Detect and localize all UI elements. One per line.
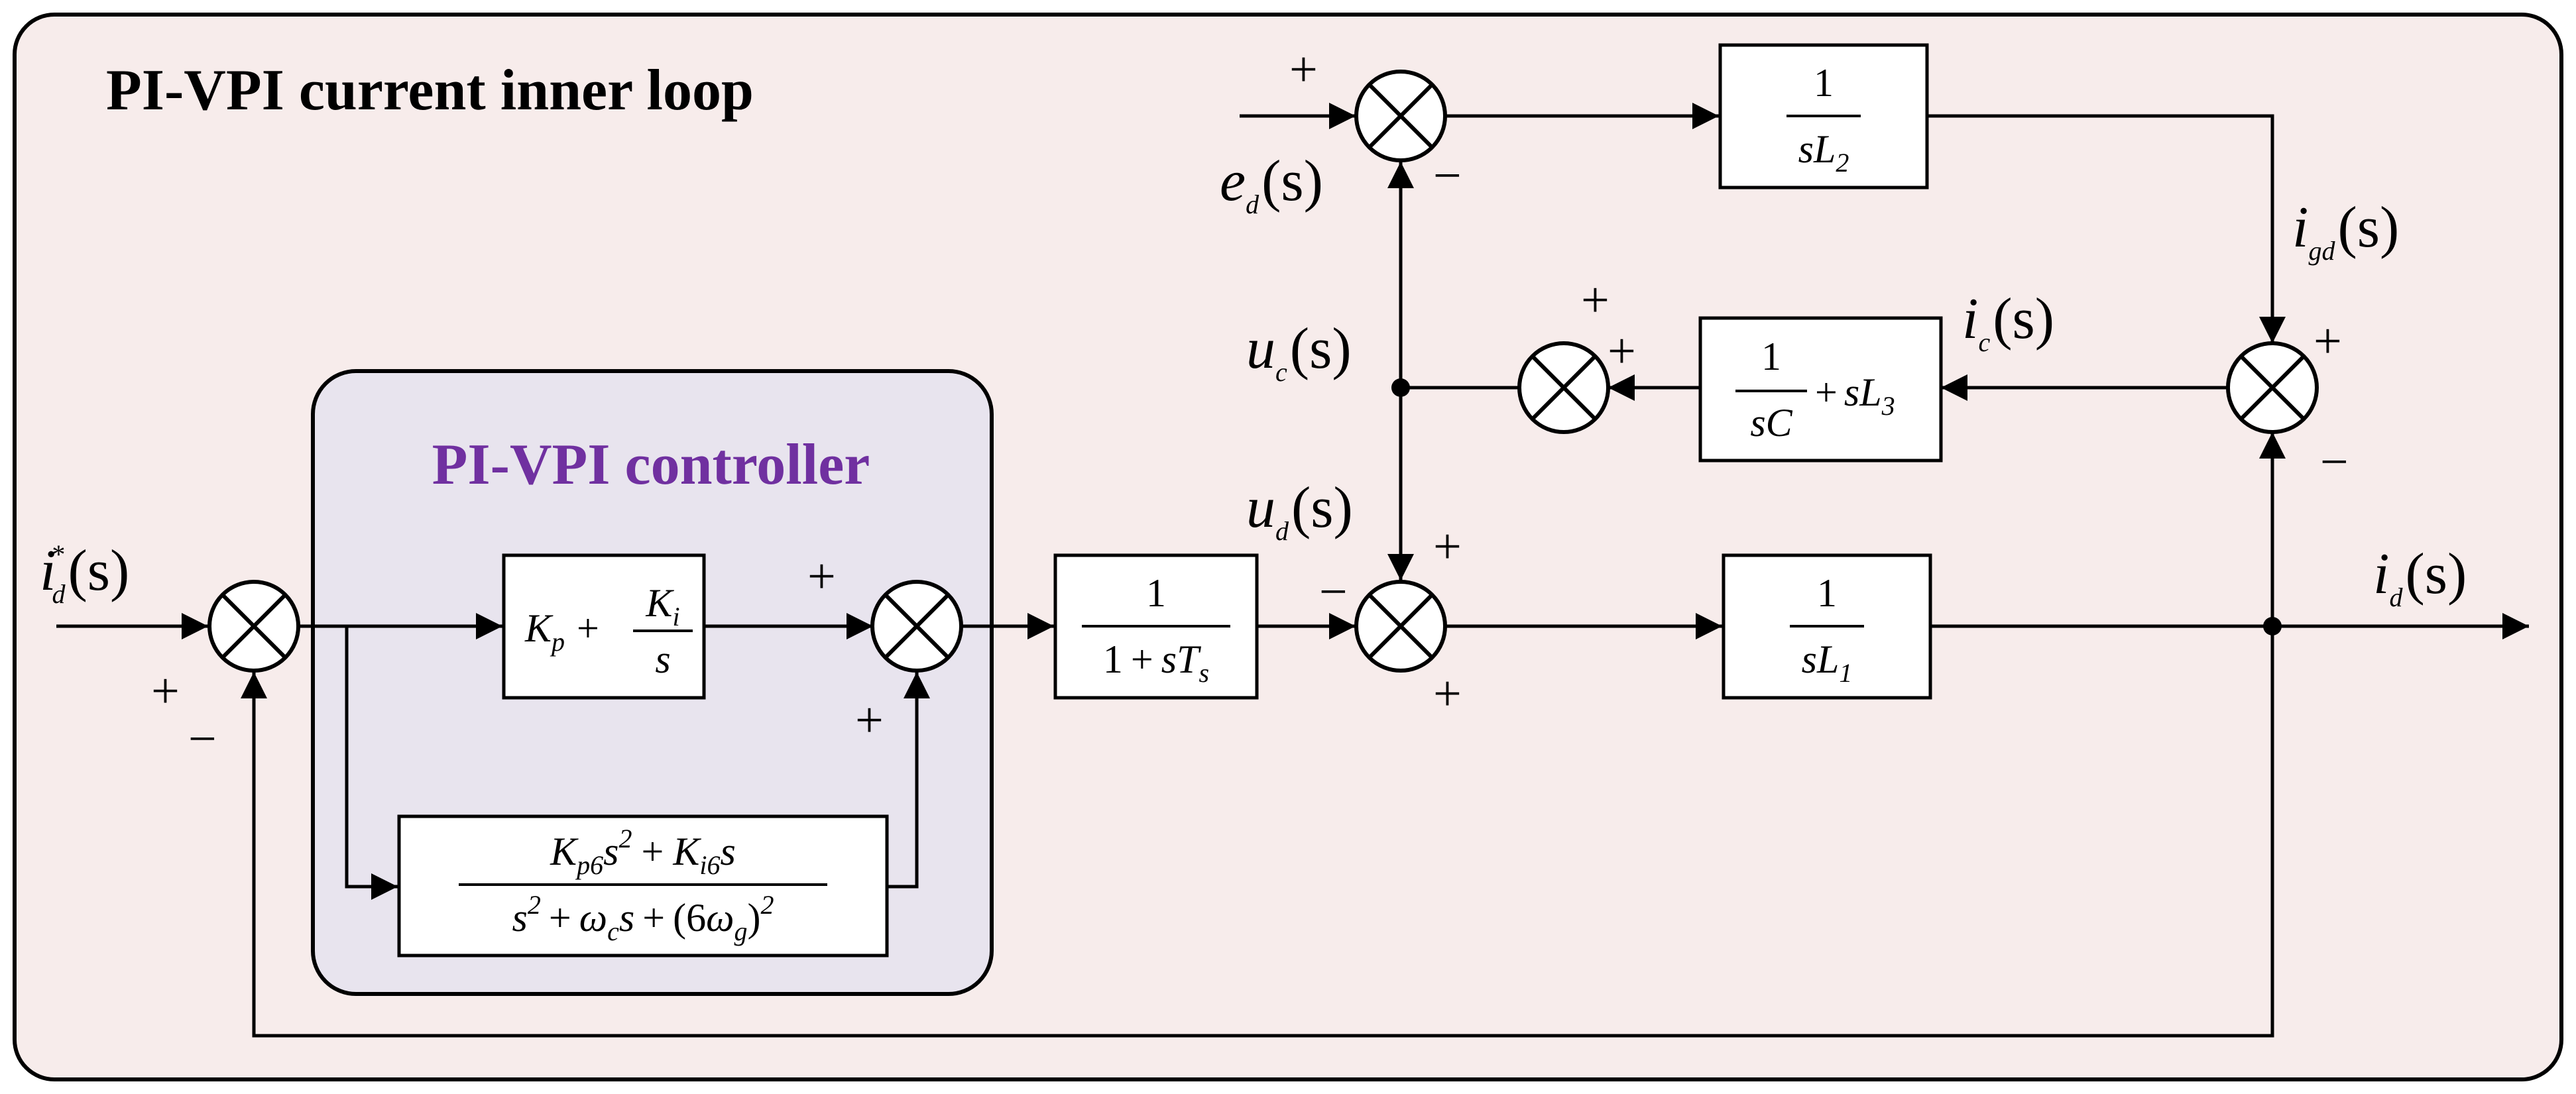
block-vpi-numerator: Kp6s2+Ki6s [550,824,736,880]
block-c-rest: +sL3 [1815,370,1895,421]
sign-s2-plus-top: + [807,549,836,604]
sign-s6-minus: − [2320,434,2349,490]
summing-junction-3 [1354,70,1447,162]
sign-s5-plus-right: + [1608,323,1636,379]
label-ic: ic(s) [1962,287,2054,357]
block-l1-den: sL1 [1802,637,1853,688]
junction-node-id [2263,617,2282,635]
wire-vpi-s2 [887,672,930,889]
wire-l2-s6 [1927,114,2286,343]
diagram-title: PI-VPI current inner loop [106,58,754,123]
sign-s4-minus: − [1319,564,1348,620]
block-pi-den: s [655,637,670,681]
label-ud: ud(s) [1246,476,1353,546]
summing-junction-5 [1517,341,1610,434]
block-delay-den: 1+sTs [1103,637,1209,688]
block-pi [502,553,706,700]
label-id-out: id(s) [2373,542,2467,612]
sign-s6-plus: + [2313,313,2342,369]
sign-s2-plus-bottom: + [855,692,884,748]
block-c-den: sC [1750,401,1792,445]
block-l2-den: sL2 [1798,127,1849,178]
junction-node-uc [1391,378,1410,397]
wire-feedback [241,626,2274,1038]
sign-s3-minus: − [1433,148,1462,203]
wire-branch-vpi [345,626,398,900]
sign-s3-plus: + [1289,42,1318,97]
block-delay-num: 1 [1146,571,1166,615]
block-l2-num: 1 [1814,61,1834,105]
sign-s5-plus-top: + [1581,272,1610,328]
sign-s4-plus-top: + [1433,519,1462,574]
block-l1-num: 1 [1817,571,1837,615]
block-vpi-denominator: s2+ωcs+(6ωg)2 [512,890,774,946]
label-uc: uc(s) [1246,317,1352,387]
sign-s4-plus-bottom: + [1433,666,1462,722]
summing-junction-4 [1354,580,1447,673]
label-igd: igd(s) [2292,195,2399,266]
sign-s1-minus: − [188,711,217,767]
summing-junction-1 [207,580,300,673]
label-ed: ed(s) [1220,149,1323,219]
sign-s1-plus: + [151,663,180,719]
block-c [1698,316,1943,463]
block-pi-ki: Ki [645,581,679,631]
label-id-ref: i*d(s) [40,539,129,609]
summing-junction-2 [870,580,963,673]
summing-junction-6 [2226,341,2319,434]
block-c-num: 1 [1761,335,1781,378]
controller-title: PI-VPI controller [432,433,870,497]
block-pi-expression: Kp+ [524,606,599,657]
